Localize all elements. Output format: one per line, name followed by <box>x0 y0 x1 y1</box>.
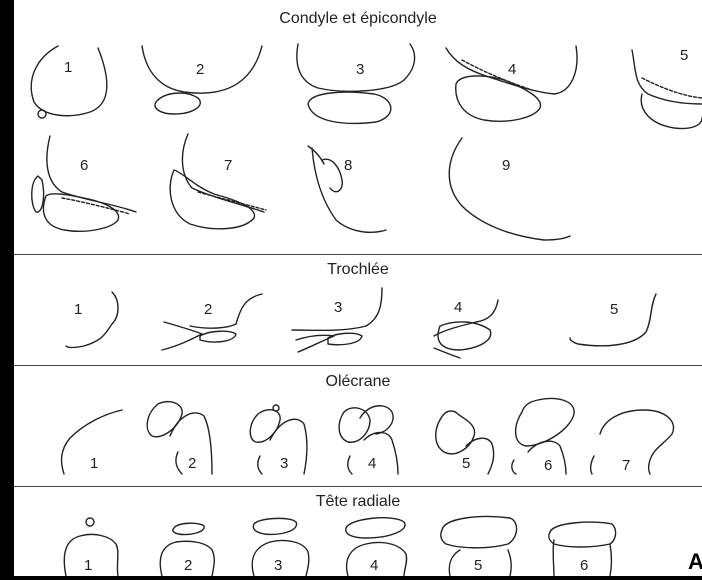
tete-radiale-stage-5-drawing: 5 <box>441 517 517 577</box>
olecrane-stage-4-label: 4 <box>368 455 376 472</box>
condyle-stage-9-drawing: 9 <box>449 138 570 240</box>
condyle-stage-3-label: 3 <box>356 61 364 78</box>
tete-radiale-stage-4-drawing: 4 <box>346 518 407 576</box>
panel-letter: A <box>688 548 702 576</box>
condyle-stage-9-label: 9 <box>502 157 510 174</box>
condyle-stage-6-drawing: 6 <box>32 136 136 231</box>
condyle-stage-3-drawing: 3 <box>297 44 415 123</box>
tete-radiale-stage-1-label: 1 <box>84 557 92 574</box>
trochlee-stage-3-label: 3 <box>334 299 342 316</box>
ossification-stages-figure: Condyle et épicondyle Trochlée Olécrane … <box>14 0 702 576</box>
condyle-stage-1-label: 1 <box>64 59 72 76</box>
olecrane-stage-5-drawing: 5 <box>436 411 494 474</box>
olecrane-stage-1-label: 1 <box>90 455 98 472</box>
tete-radiale-stage-6-label: 6 <box>580 557 588 574</box>
condyle-stage-5-drawing: 5 <box>632 47 702 129</box>
condyle-stage-8-drawing: 8 <box>308 146 386 232</box>
trochlee-stage-2-label: 2 <box>204 301 212 318</box>
olecrane-stage-4-drawing: 4 <box>339 406 398 474</box>
tete-radiale-stage-5-label: 5 <box>474 557 482 574</box>
olecrane-stage-7-drawing: 7 <box>591 410 674 474</box>
tete-radiale-stage-3-label: 3 <box>274 557 282 574</box>
olecrane-stage-7-label: 7 <box>622 457 630 474</box>
condyle-stage-8-label: 8 <box>344 157 352 174</box>
olecrane-stage-1-drawing: 1 <box>62 410 122 474</box>
trochlee-stage-1-label: 1 <box>74 301 82 318</box>
tete-radiale-stage-1-drawing: 1 <box>64 518 118 576</box>
condyle-stage-1-drawing: 1 <box>31 46 107 118</box>
condyle-stage-7-label: 7 <box>224 157 232 174</box>
condyle-stage-4-label: 4 <box>508 61 516 78</box>
olecrane-stage-3-label: 3 <box>280 455 288 472</box>
olecrane-stage-3-drawing: 3 <box>250 405 307 474</box>
condyle-stage-6-label: 6 <box>80 157 88 174</box>
condyle-stage-2-label: 2 <box>196 61 204 78</box>
olecrane-stage-5-label: 5 <box>462 455 470 472</box>
condyle-stage-5-label: 5 <box>680 47 688 64</box>
stage-drawings: 1 2 3 4 5 <box>14 0 702 576</box>
trochlee-stage-2-drawing: 2 <box>162 294 262 350</box>
trochlee-stage-3-drawing: 3 <box>292 288 382 352</box>
tete-radiale-stage-6-drawing: 6 <box>549 522 616 576</box>
condyle-stage-7-drawing: 7 <box>170 134 266 229</box>
olecrane-stage-2-drawing: 2 <box>147 402 212 474</box>
condyle-stage-4-drawing: 4 <box>446 46 577 121</box>
trochlee-stage-4-drawing: 4 <box>434 299 498 358</box>
olecrane-stage-6-drawing: 6 <box>512 399 574 474</box>
olecrane-stage-2-label: 2 <box>188 455 196 472</box>
condyle-stage-2-drawing: 2 <box>142 46 262 114</box>
trochlee-stage-5-drawing: 5 <box>570 294 656 346</box>
tete-radiale-stage-4-label: 4 <box>370 557 378 574</box>
tete-radiale-stage-2-label: 2 <box>184 557 192 574</box>
trochlee-stage-5-label: 5 <box>610 301 618 318</box>
olecrane-stage-6-label: 6 <box>544 457 552 474</box>
tete-radiale-stage-3-drawing: 3 <box>252 518 309 576</box>
tete-radiale-stage-2-drawing: 2 <box>160 523 214 576</box>
trochlee-stage-4-label: 4 <box>454 299 462 316</box>
trochlee-stage-1-drawing: 1 <box>66 292 118 348</box>
